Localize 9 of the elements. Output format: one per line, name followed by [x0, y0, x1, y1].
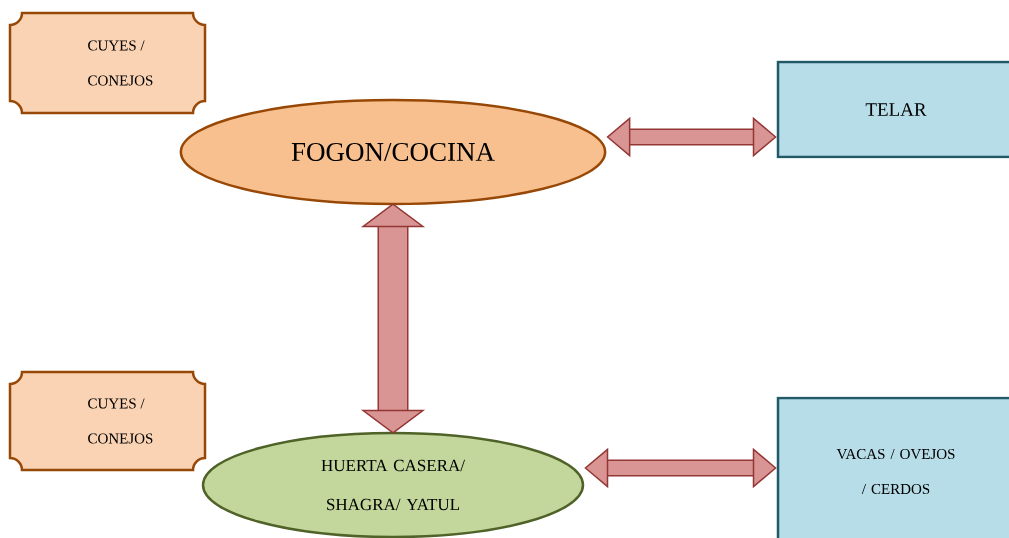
ellipse-node: FOGON/COCINA — [179, 98, 607, 206]
plaque-box: CUYES / CONEJOS — [8, 370, 207, 472]
ellipse-node: HUERTA CASERA/ SHAGRA/ YATUL — [201, 431, 585, 538]
block-arrow — [606, 116, 777, 158]
block-arrow — [360, 203, 426, 434]
process-box: VACAS / OVEJOS / CERDOS — [776, 396, 1009, 538]
process-box: TELAR — [776, 60, 1009, 159]
plaque-box: CUYES / CONEJOS — [8, 11, 207, 115]
block-arrow — [584, 447, 777, 489]
